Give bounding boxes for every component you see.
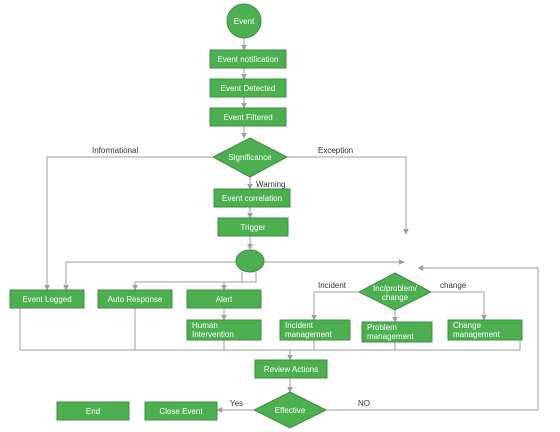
edge-incident: [311, 291, 360, 321]
change-label: change: [440, 281, 467, 290]
edge-informational: [44, 156, 213, 291]
edge-no: [326, 265, 539, 411]
event-detected-box[interactable]: [209, 78, 287, 98]
close-event-box[interactable]: [144, 401, 218, 421]
significance-label: Significance: [228, 153, 272, 162]
inc-problem-change-diamond[interactable]: [357, 272, 433, 311]
review-actions-box[interactable]: [254, 359, 328, 379]
review-actions-label: Review Actions: [264, 365, 318, 374]
event-notification-box[interactable]: [209, 49, 287, 69]
problem-management-box[interactable]: [361, 321, 433, 343]
edges: [19, 38, 539, 413]
event-filtered-label: Event Filtered: [223, 113, 272, 122]
warning-label: Warning: [256, 180, 286, 189]
change-management-label-2: management: [453, 330, 500, 339]
close-event-label: Close Event: [159, 407, 203, 416]
informational-label: Informational: [92, 146, 138, 155]
end-box[interactable]: [56, 401, 130, 421]
problem-management-label-2: management: [367, 332, 414, 341]
event-detected-label: Event Detected: [221, 84, 276, 93]
yes-label: Yes: [230, 399, 243, 408]
problem-management-label-1: Problem: [367, 323, 397, 332]
human-intervention-label-1: Human: [192, 321, 218, 330]
human-intervention-box[interactable]: [186, 319, 262, 341]
trigger-label: Trigger: [240, 223, 265, 232]
end-label: End: [86, 407, 100, 416]
incident-label: Incident: [318, 281, 347, 290]
edge-circle-to-alert: [221, 272, 257, 291]
event-logged-box[interactable]: [9, 289, 85, 309]
nodes: Event Event notification Event Detected …: [9, 3, 523, 429]
event-label: Event: [234, 17, 255, 26]
significance-diamond[interactable]: [211, 137, 289, 178]
event-correlation-box[interactable]: [213, 188, 291, 208]
no-label: NO: [358, 399, 370, 408]
change-management-box[interactable]: [447, 319, 523, 341]
effective-diamond[interactable]: [252, 391, 328, 429]
edge-circle-to-auto-response: [132, 272, 243, 291]
alert-label: Alert: [216, 295, 233, 304]
event-correlation-label: Event correlation: [222, 194, 282, 203]
edge-change: [432, 291, 487, 321]
auto-response-box[interactable]: [97, 289, 173, 309]
change-management-label-1: Change: [453, 321, 482, 330]
dispatch-circle[interactable]: [235, 249, 265, 273]
exception-label: Exception: [318, 146, 353, 155]
inc-problem-change-label-2: change: [382, 293, 409, 302]
edge-exception: [287, 156, 409, 235]
incident-management-label-1: Incident: [285, 321, 314, 330]
incident-management-box[interactable]: [279, 319, 351, 341]
inc-problem-change-label-1: Inc/problem/: [373, 284, 418, 293]
event-logged-label: Event Logged: [22, 295, 71, 304]
event-notification-label: Event notification: [218, 55, 279, 64]
auto-response-label: Auto Response: [108, 295, 163, 304]
human-intervention-label-2: Intervention: [192, 330, 234, 339]
effective-label: Effective: [275, 406, 306, 415]
event-filtered-box[interactable]: [209, 107, 287, 127]
alert-box[interactable]: [186, 289, 262, 309]
incident-management-label-2: management: [285, 330, 332, 339]
trigger-box[interactable]: [217, 217, 289, 237]
edge-labels: Informational Exception Warning Incident…: [92, 146, 467, 408]
edge-circle-to-event-logged: [63, 261, 236, 291]
edge-outcomes-collector: [19, 308, 521, 351]
event-circle[interactable]: [226, 3, 262, 39]
